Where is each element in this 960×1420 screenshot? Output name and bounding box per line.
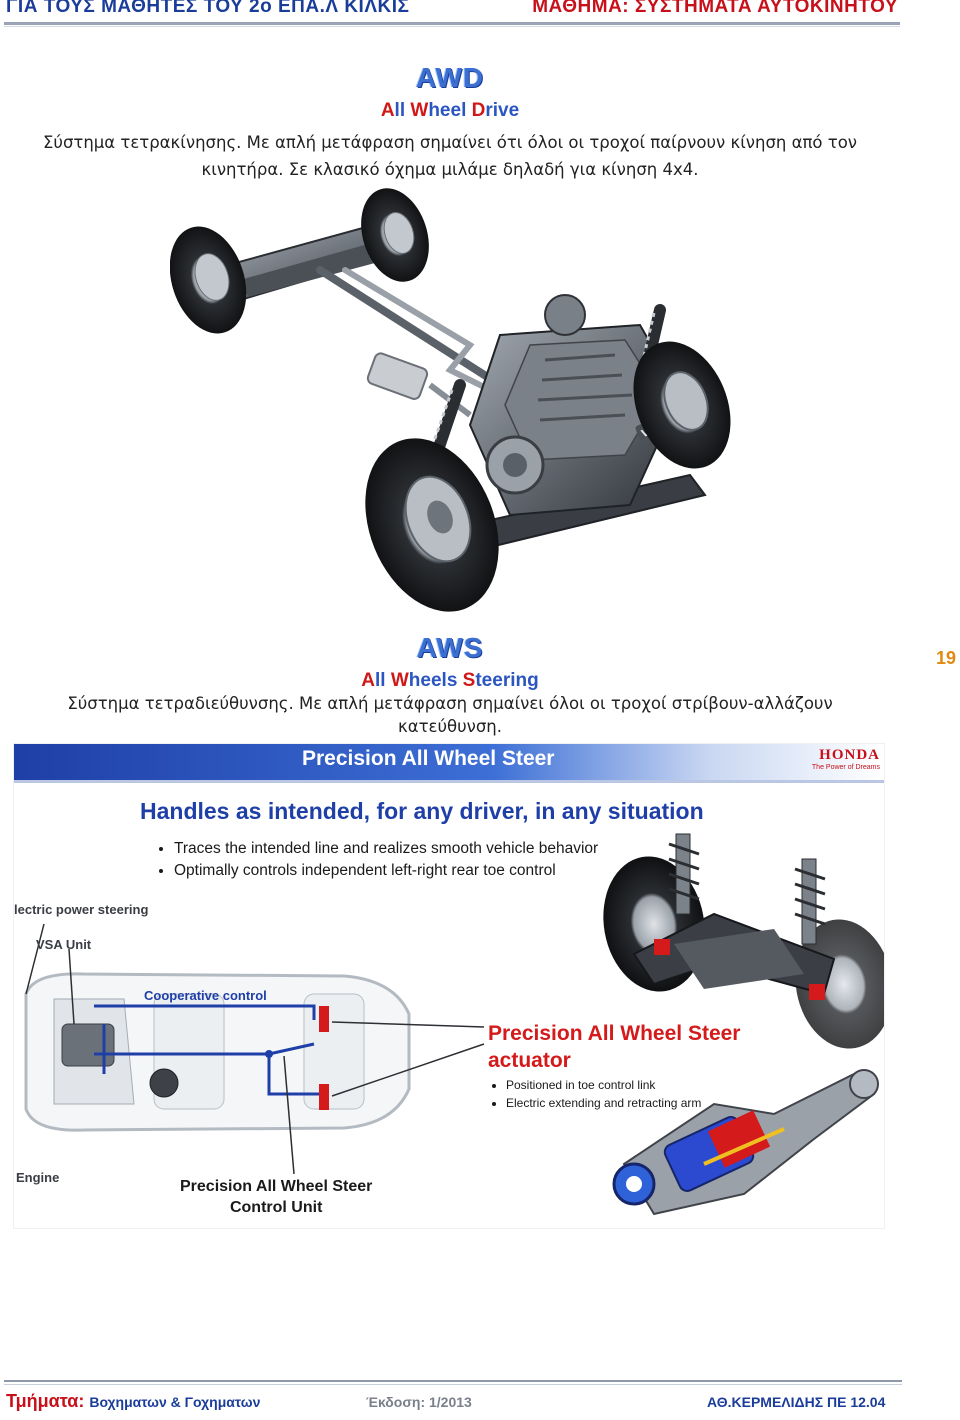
actuator-title-line-2: actuator [488,1049,571,1072]
awd-subtitle-letter-w: W [410,100,429,121]
front-left-wheel [365,438,499,612]
actuator-bullet: Electric extending and retracting arm [506,1094,701,1112]
aws-description-line-2: κατεύθυνση. [397,717,503,736]
footer-author: ΑΘ.ΚΕΡΜΕΛΙΔΗΣ ΠΕ 12.04 [707,1394,886,1410]
aws-subtitle-part: heels [408,670,463,691]
honda-tagline: The Power of Dreams [811,764,880,771]
front-right-wheel [633,341,731,469]
footer-departments-value: Βοχηματων & Γοχηματων [89,1394,261,1410]
actuator-cutaway-render [612,1069,879,1216]
awd-subtitle-part: ll [394,100,411,121]
rear-suspension-render [603,833,884,1049]
awd-title: AWD [415,62,485,93]
control-unit-label: Precision All Wheel Steer Control Unit [180,1176,372,1218]
rear-left-wheel [170,226,247,334]
label-cooperative-control: Cooperative control [144,988,267,1003]
awd-description-line-1: Σύστημα τετρακίνησης. Με απλή μετάφραση … [42,133,858,152]
header-rule [4,22,900,25]
actuator-bullet: Positioned in toe control link [506,1076,701,1094]
actuator-title-line-1: Precision All Wheel Steer [488,1022,741,1045]
header-rule-thin [4,26,900,27]
label-engine: Engine [16,1170,60,1185]
slide-heading: Handles as intended, for any driver, in … [140,798,704,824]
footer-departments-label: Τμήματα: [6,1391,90,1411]
awd-description: Σύστημα τετρακίνησης. Με απλή μετάφραση … [10,129,890,183]
aws-description: Σύστημα τετραδιεύθυνσης. Με απλή μετάφρα… [10,692,890,738]
header-school: ΓΙΑ ΤΟΥΣ ΜΑΘΗΤΕΣ ΤΟΥ 2ο ΕΠΑ.Λ ΚΙΛΚΙΣ [6,0,410,17]
slide-bullet: Optimally controls independent left-righ… [174,860,598,882]
footer-rule-thin [4,1384,902,1385]
aws-subtitle: All Wheels Steering [0,670,900,692]
label-vsa-unit: VSA Unit [36,937,92,952]
awd-subtitle-letter-d: D [471,100,486,121]
aws-subtitle-part: teering [475,670,539,691]
awd-drivetrain-image: V6 VVT [170,185,740,625]
control-unit-line-1: Precision All Wheel Steer [180,1178,373,1195]
page-header: ΓΙΑ ΤΟΥΣ ΜΑΘΗΤΕΣ ΤΟΥ 2ο ΕΠΑ.Λ ΚΙΛΚΙΣ ΜΑΘ… [0,0,960,34]
slide-bullet-list: Traces the intended line and realizes sm… [152,838,598,882]
slide-banner-bar [14,744,884,780]
actuator-bullet-list: Positioned in toe control link Electric … [488,1076,701,1112]
aws-subtitle-letter-s: S [462,670,476,691]
honda-wordmark: HONDA [819,747,880,763]
label-electric-power-steering: lectric power steering [14,902,149,917]
precision-all-wheel-steer-slide: Precision All Wheel Steer HONDA The Powe… [14,744,884,1228]
aws-title: AWS [416,632,484,663]
page-number: 19 [936,648,957,668]
actuator-title: Precision All Wheel Steer actuator [488,1020,740,1074]
honda-logo: HONDA The Power of Dreams [812,748,880,772]
header-subject: ΜΑΘΗΜΑ: ΣΥΣΤΗΜΑΤΑ ΑΥΤΟΚΙΝΗΤΟΥ [532,0,898,17]
footer-edition: Έκδοση: 1/2013 [366,1394,472,1410]
aws-subtitle-letter-a: A [361,670,376,691]
awd-subtitle-letter-a: A [380,100,395,121]
slide-banner-title: Precision All Wheel Steer [302,747,555,770]
slide-bullet: Traces the intended line and realizes sm… [174,838,598,860]
awd-subtitle: All Wheel Drive [0,100,900,122]
footer-rule [4,1380,902,1382]
awd-description-line-2: κινητήρα. Σε κλασικό όχημα μιλάμε δηλαδή… [201,160,699,179]
engine-block: V6 VVT [468,294,682,517]
awd-subtitle-part: heel [428,100,472,121]
control-unit-line-2: Control Unit [229,1199,323,1216]
drivetrain-illustration: V6 VVT [170,188,731,612]
awd-subtitle-part: rive [485,100,520,121]
aws-description-line-1: Σύστημα τετραδιεύθυνσης. Με απλή μετάφρα… [67,694,833,713]
aws-subtitle-part: ll [375,670,391,691]
rear-right-wheel [361,188,429,282]
aws-subtitle-letter-w: W [390,670,409,691]
footer-departments: Τμήματα: Βοχηματων & Γοχηματων [6,1391,260,1412]
slide-graphics [14,744,884,1216]
